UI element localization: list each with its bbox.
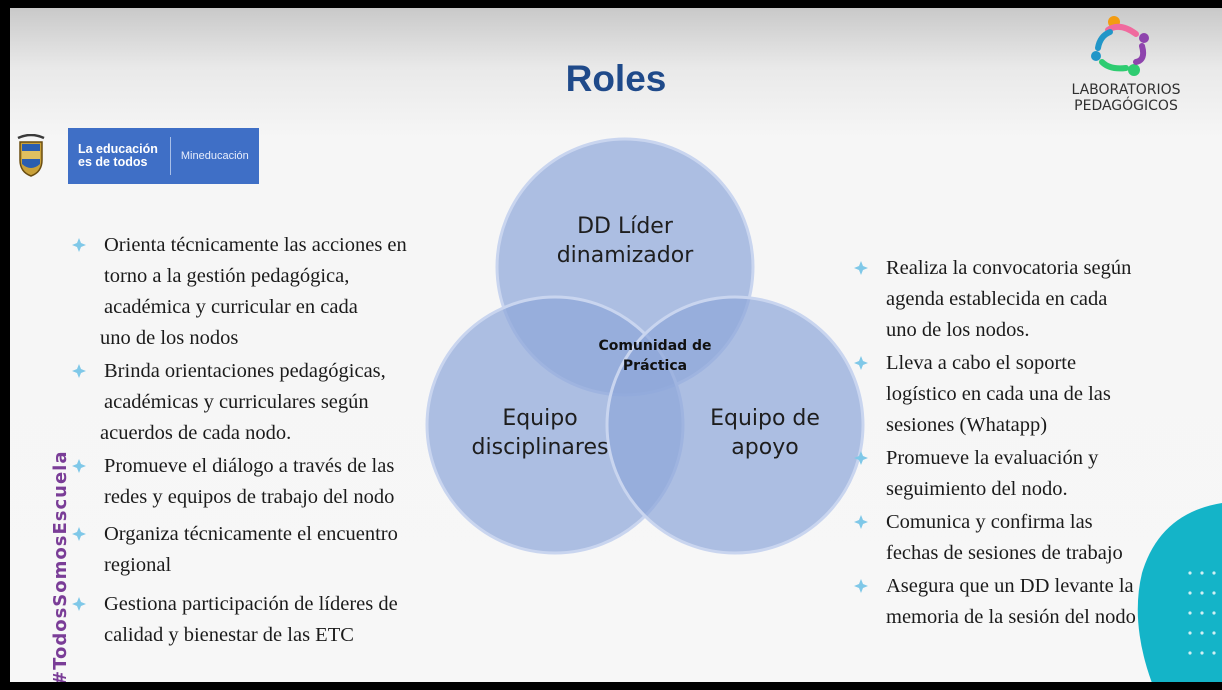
right-bullet-item: Asegura que un DD levante la memoria de … — [854, 571, 1214, 633]
right-bullet-item: Comunica y confirma las fechas de sesion… — [854, 507, 1214, 569]
left-bullet-3-line-0: Organiza técnicamente el encuentro — [104, 523, 398, 545]
teal-accent-shape — [1137, 503, 1222, 682]
right-bullet-0-line-1: agenda establecida en cada — [886, 288, 1108, 310]
left-bullet-0-line-2: académica y curricular en cada — [104, 296, 358, 318]
right-bullet-item: Lleva a cabo el soporte logístico en cad… — [854, 348, 1214, 441]
left-bullet-0-line-0: Orienta técnicamente las acciones en — [104, 234, 407, 256]
left-bullet-item: Gestiona participación de líderes de cal… — [72, 589, 492, 651]
coat-of-arms-icon — [17, 134, 45, 177]
right-bullet-item: Promueve la evaluación y seguimiento del… — [854, 443, 1214, 505]
left-bullet-item: Brinda orientaciones pedagógicas, académ… — [72, 356, 492, 449]
right-bullet-1-line-1: logístico en cada una de las — [886, 383, 1111, 405]
venn-label-left: Equipo disciplinares — [465, 404, 615, 462]
diamond-bullet-icon — [72, 527, 86, 541]
diamond-bullet-icon — [72, 364, 86, 378]
diamond-bullet-icon — [854, 579, 868, 593]
left-bullet-item: Orienta técnicamente las acciones en tor… — [72, 230, 492, 354]
diamond-bullet-icon — [854, 356, 868, 370]
left-bullet-1-line-0: Brinda orientaciones pedagógicas, — [104, 360, 386, 382]
venn-label-top-line1: DD Líder — [577, 214, 673, 239]
ministry-banner: La educación es de todos Mineducación — [10, 126, 307, 186]
logo-text-line1: LABORATORIOS — [1071, 82, 1181, 98]
right-bullet-item: Realiza la convocatoria según agenda est… — [854, 253, 1214, 346]
laboratorios-logo-icon — [1091, 16, 1149, 76]
venn-center-line2: Práctica — [622, 358, 688, 374]
logo-text: LABORATORIOS PEDAGÓGICOS — [1056, 82, 1196, 114]
diamond-bullet-icon — [854, 515, 868, 529]
diamond-bullet-icon — [72, 597, 86, 611]
venn-label-top: DD Líder dinamizador — [540, 212, 710, 270]
left-bullet-list: Orienta técnicamente las acciones en tor… — [72, 230, 492, 653]
venn-label-left-line2: disciplinares — [471, 435, 609, 460]
banner-ministry: Mineducación — [169, 137, 259, 175]
venn-label-right-line1: Equipo de — [710, 406, 820, 431]
left-bullet-item: Organiza técnicamente el encuentro regio… — [72, 519, 492, 581]
left-bullet-0-line-3: uno de los nodos — [100, 327, 239, 349]
right-bullet-0-line-2: uno de los nodos. — [886, 319, 1030, 341]
right-bullet-list: Realiza la convocatoria según agenda est… — [854, 253, 1214, 635]
slide: Roles LABORATORIOS PEDAGÓGICOS La educac… — [10, 8, 1222, 682]
slide-title: Roles — [565, 58, 667, 99]
venn-label-left-line1: Equipo — [502, 406, 578, 431]
venn-diagram — [425, 137, 865, 555]
left-bullet-2-line-1: redes y equipos de trabajo del nodo — [104, 486, 395, 508]
banner-box: La educación es de todos Mineducación — [68, 128, 259, 184]
venn-label-right-line2: apoyo — [731, 435, 799, 460]
right-bullet-4-line-1: memoria de la sesión del nodo — [886, 606, 1136, 628]
diamond-bullet-icon — [854, 451, 868, 465]
venn-circle-right — [605, 295, 865, 555]
left-bullet-2-line-0: Promueve el diálogo a través de las — [104, 455, 395, 477]
left-bullet-1-line-1: académicas y curriculares según — [104, 391, 369, 413]
right-bullet-4-line-0: Asegura que un DD levante la — [886, 575, 1134, 597]
diamond-bullet-icon — [854, 261, 868, 275]
venn-label-right: Equipo de apoyo — [690, 404, 840, 462]
right-bullet-3-line-0: Comunica y confirma las — [886, 511, 1093, 533]
left-bullet-4-line-0: Gestiona participación de líderes de — [104, 593, 398, 615]
right-bullet-3-line-1: fechas de sesiones de trabajo — [886, 542, 1123, 564]
logo-text-line2: PEDAGÓGICOS — [1074, 98, 1178, 114]
venn-center-label: Comunidad de Práctica — [580, 336, 730, 376]
right-bullet-2-line-1: seguimiento del nodo. — [886, 478, 1068, 500]
right-bullet-1-line-0: Lleva a cabo el soporte — [886, 352, 1077, 374]
left-bullet-1-line-2: acuerdos de cada nodo. — [100, 422, 292, 444]
venn-center-line1: Comunidad de — [598, 338, 712, 354]
left-bullet-3-line-1: regional — [104, 554, 172, 576]
venn-label-top-line2: dinamizador — [556, 243, 694, 268]
right-bullet-0-line-0: Realiza la convocatoria según — [886, 257, 1132, 279]
left-bullet-item: Promueve el diálogo a través de las rede… — [72, 451, 492, 513]
left-bullet-4-line-1: calidad y bienestar de las ETC — [104, 624, 354, 646]
diamond-bullet-icon — [72, 459, 86, 473]
right-bullet-2-line-0: Promueve la evaluación y — [886, 447, 1099, 469]
diamond-bullet-icon — [72, 238, 86, 252]
right-bullet-1-line-2: sesiones (Whatapp) — [886, 414, 1048, 436]
left-bullet-0-line-1: torno a la gestión pedagógica, — [104, 265, 350, 287]
banner-slogan: La educación es de todos — [78, 142, 158, 169]
